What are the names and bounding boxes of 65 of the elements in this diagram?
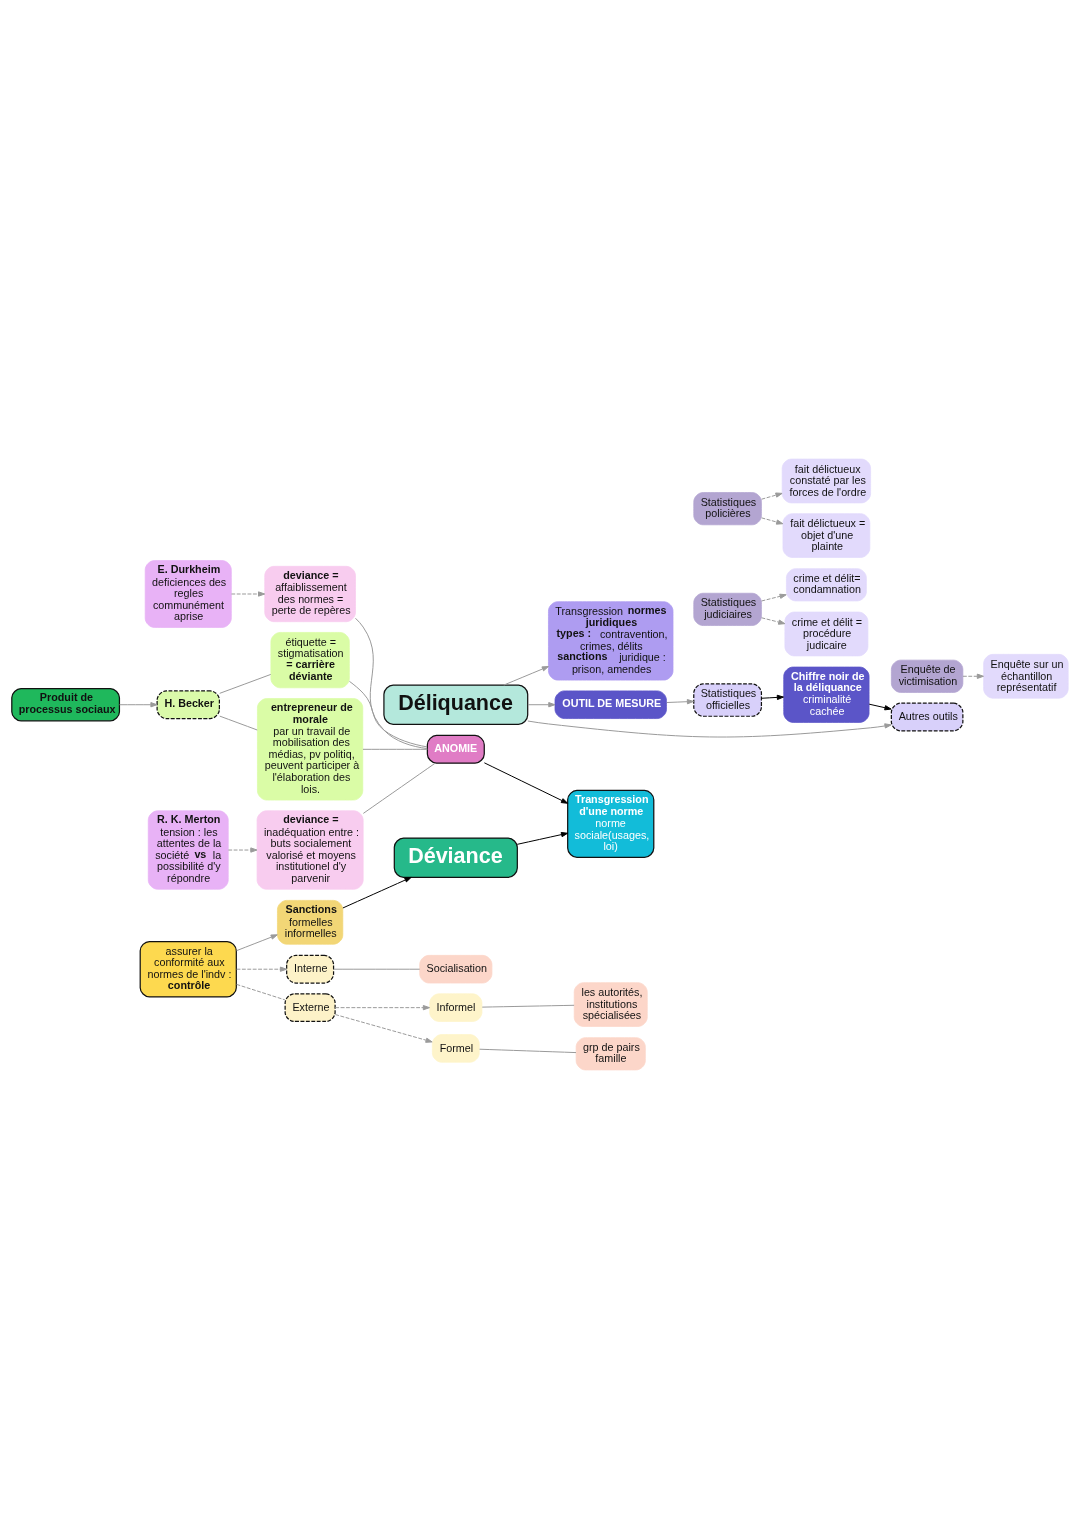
node-box: Chiffre noir de la déliquance criminalité cachée (783, 666, 870, 723)
arrow (761, 694, 784, 700)
node-box: Statistiques policières (693, 491, 762, 525)
node-box: Informel (429, 992, 483, 1022)
node-box: E. Durkheim deficiences des regles communément aprise (144, 559, 232, 628)
node-box: grp de pairs famille (575, 1036, 646, 1070)
arrow (962, 673, 984, 679)
arrow (761, 593, 787, 601)
node-box: Enquête sur un échantillon représentatif (983, 653, 1069, 699)
connector (333, 968, 421, 970)
node-box: Socialisation (419, 954, 493, 983)
node-box: Statistiques judiciaires (693, 592, 762, 626)
arrow (761, 616, 786, 625)
connector (219, 715, 258, 730)
arrow (334, 1013, 433, 1043)
arrow (236, 966, 288, 972)
arrow (119, 701, 158, 707)
arrow (761, 516, 784, 525)
node-box: Externe (284, 992, 336, 1022)
connector (362, 748, 428, 750)
node-box: Transgression normes juridiques types : contravention, crimes, délits sanctions juridique : prison, amendes (548, 600, 674, 680)
arrow (334, 1004, 430, 1010)
arrow (503, 665, 549, 686)
node-box: Produit de processus sociaux (11, 687, 121, 721)
connector (236, 983, 286, 1000)
node-box: étiquette = stigmatisation = carrière déviante (270, 631, 350, 688)
connector (481, 1004, 575, 1008)
node-box: entrepreneur de morale par un travail de mobilisation des médias, pv politiq, peuvent participer à l'élaboration des lois. (257, 697, 364, 800)
node-box: Interne (286, 954, 335, 984)
arrow (527, 720, 892, 737)
node-box: R. K. Merton tension : les attentes de la société vs la possibilité d'y répondre (147, 809, 229, 890)
node-box: crime et délit = procédure judicaire (784, 611, 869, 656)
node-box: H. Becker (156, 689, 220, 719)
node-box: Déliquance (383, 684, 529, 725)
arrow (516, 831, 569, 845)
node-box: Formel (431, 1033, 480, 1063)
node-box: Statistiques officielles (693, 682, 763, 717)
arrow (666, 698, 694, 704)
connector (355, 617, 428, 749)
arrow (342, 876, 412, 908)
arrow (761, 492, 783, 500)
node-box: fait délictueux constaté par les forces de l'ordre (781, 458, 871, 503)
arrow (527, 701, 556, 707)
node-box: les autorités, institutions spécialisées (573, 981, 648, 1027)
node-box: crime et délit= condamnation (786, 567, 867, 601)
node-box: Autres outils (890, 702, 964, 731)
arrow (230, 590, 266, 597)
node-box: Transgression d'une norme norme sociale(usages, loi) (567, 789, 655, 858)
node-box: fait délictueux = objet d'une plainte (782, 512, 871, 558)
node-box: deviance = affaiblissement des normes = perte de repères (264, 565, 356, 622)
node-box: OUTIL DE MESURE (554, 690, 667, 719)
node-box: deviance = inadéquation entre : buts socialement valorisé et moyens institutionel d'y parvenir (256, 809, 364, 890)
node-box: Enquête de victimisation (890, 659, 964, 693)
node-box: Déviance (393, 837, 518, 878)
connector (219, 673, 272, 694)
arrow (483, 761, 569, 804)
node-box: ANOMIE (426, 734, 485, 764)
arrow (236, 933, 278, 951)
arrow (227, 846, 258, 853)
node-box: assurer la conformité aux normes de l'indv : contrôle (139, 940, 237, 997)
connector (479, 1048, 577, 1053)
connector (348, 680, 428, 747)
arrow (868, 703, 892, 710)
connector (362, 762, 436, 814)
node-box: Sanctions formelles informelles (277, 899, 344, 945)
